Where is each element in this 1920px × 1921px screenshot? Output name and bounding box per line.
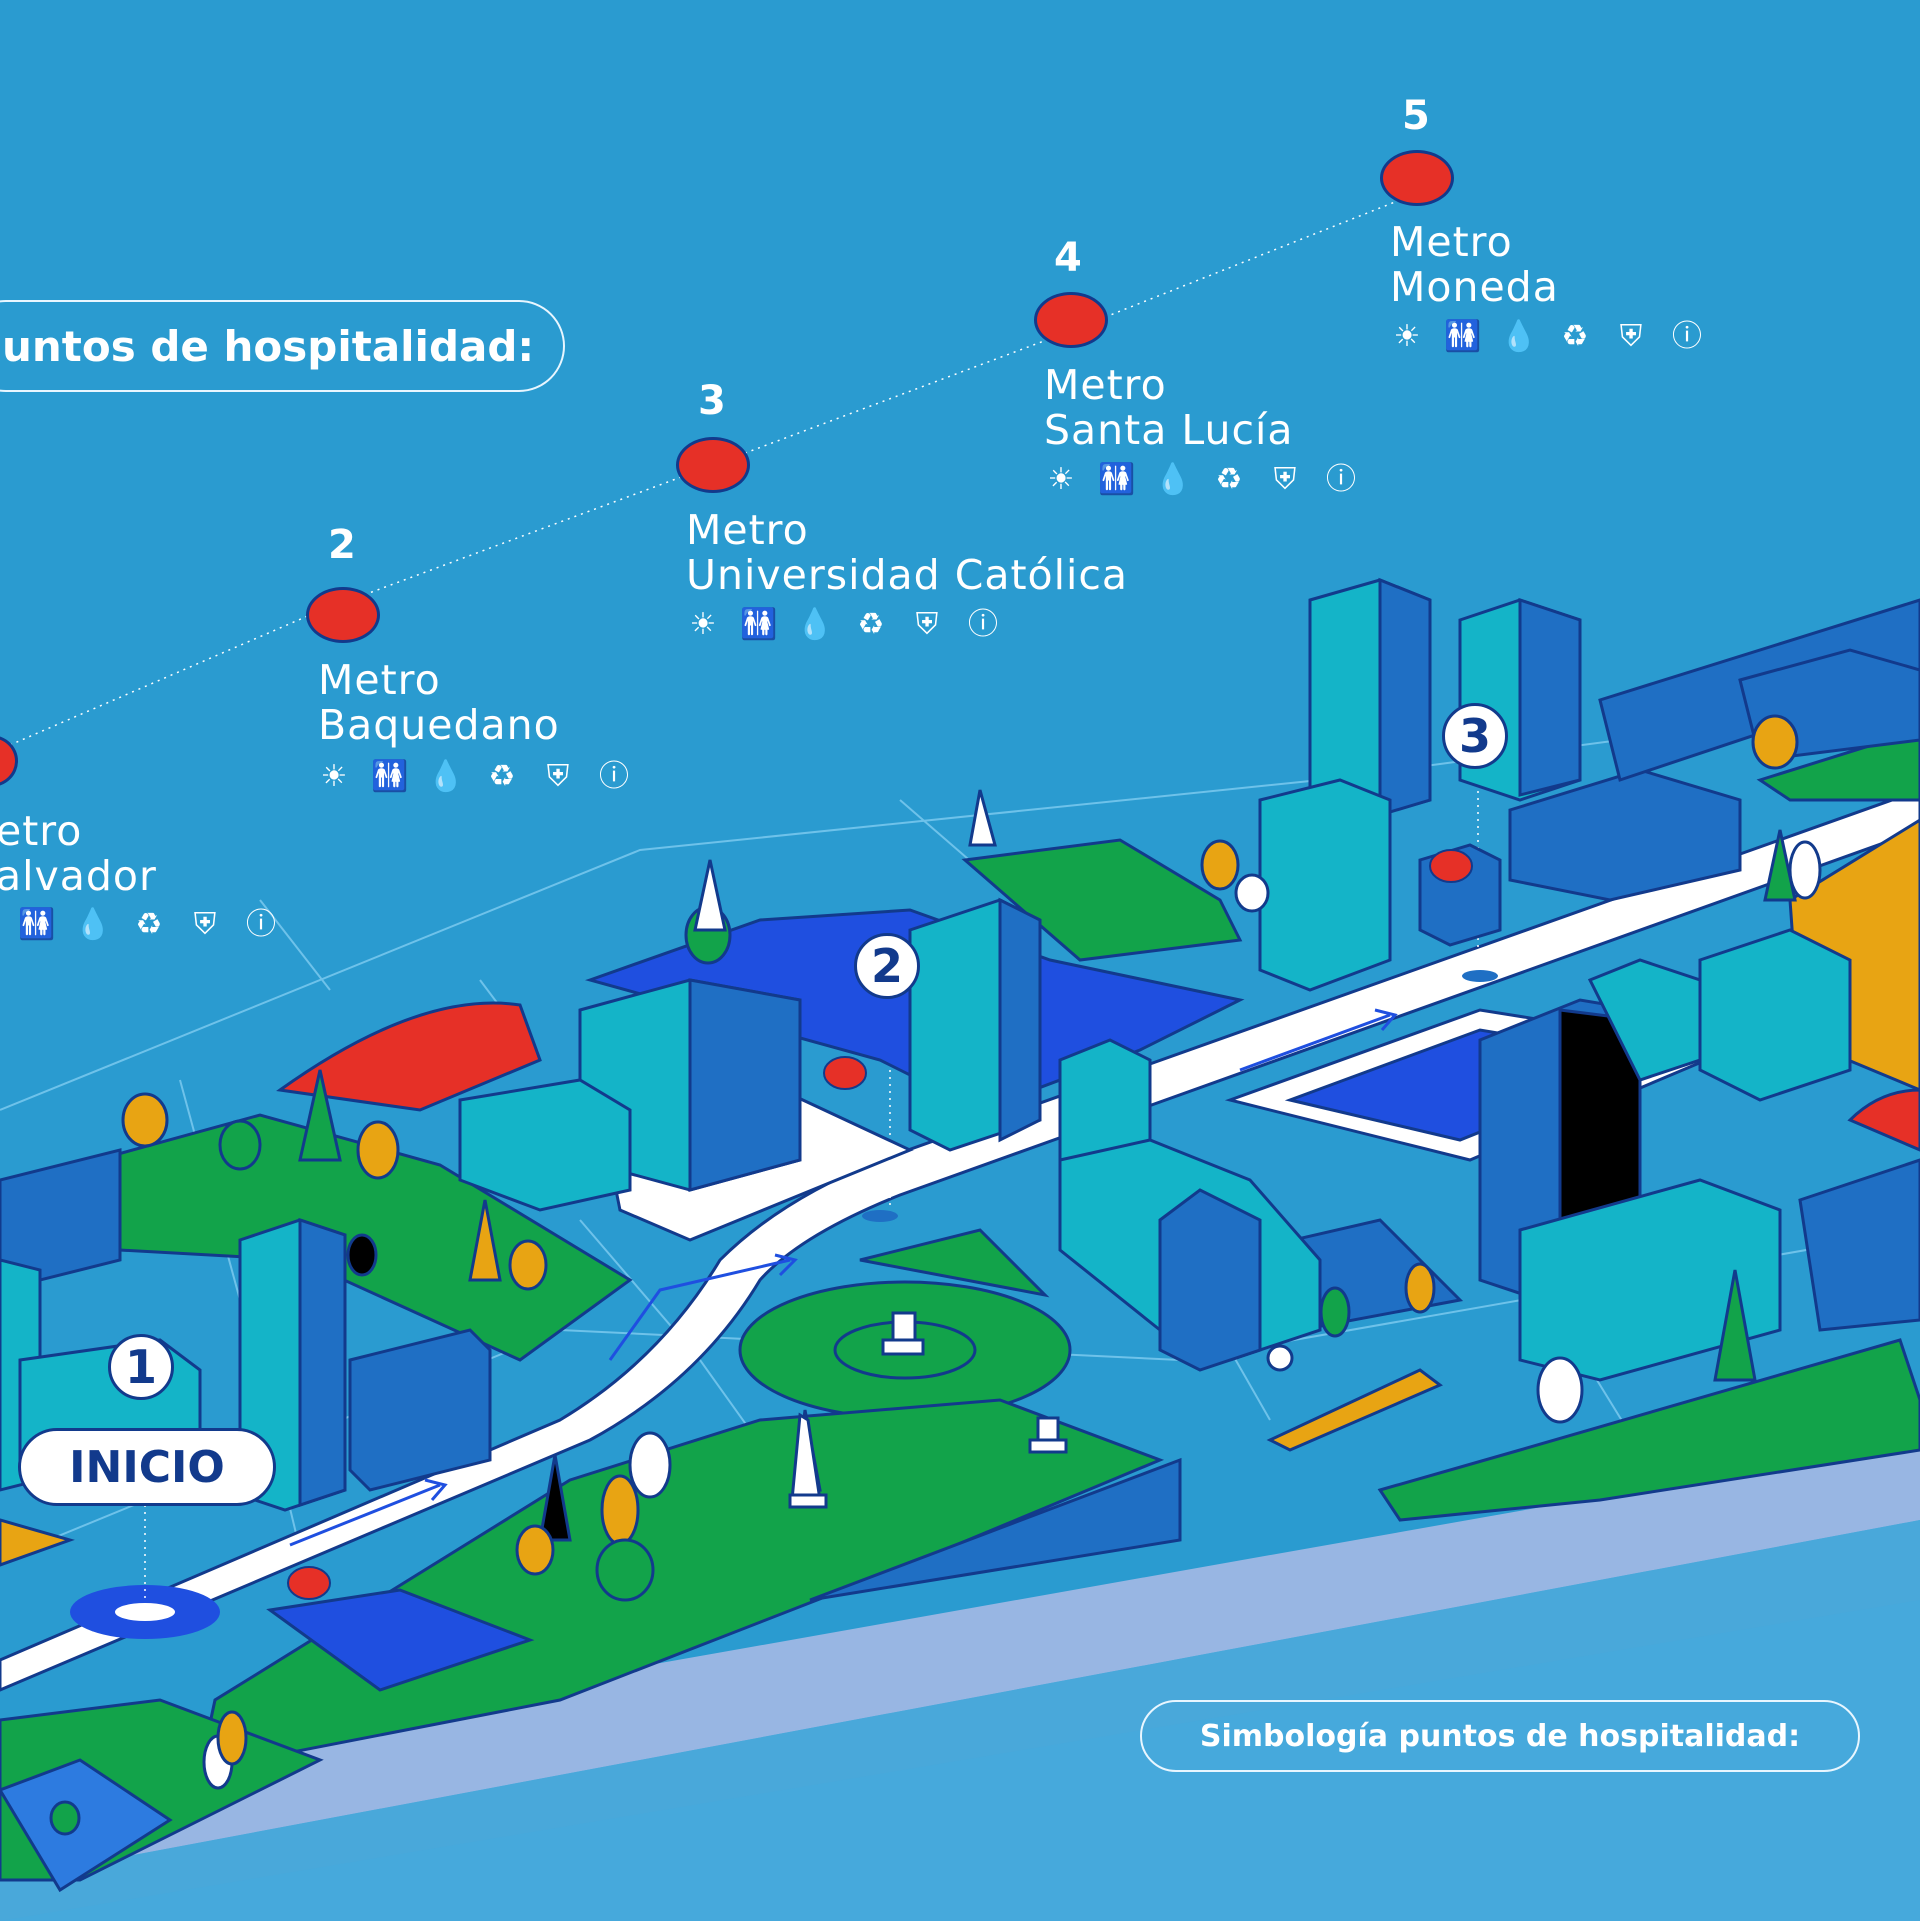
map-marker-2[interactable]: 2 [854,933,920,999]
stop-1-name-line1: etro [0,807,83,855]
metro-logo-5 [1380,150,1454,206]
stop-2-name-line1: Metro [318,656,441,704]
stop-4-number: 4 [1054,235,1082,281]
sun-icon: ☀ [1393,319,1421,354]
water-drop-icon: 💧 [1154,462,1192,497]
restroom-icon: 🚻 [371,759,409,794]
map-marker-3[interactable]: 3 [1442,703,1508,769]
metro-logo-4 [1034,292,1108,348]
avenue [0,788,1920,1692]
restroom-icon: 🚻 [18,907,56,942]
restroom-icon: 🚻 [740,607,778,642]
police-badge-icon: ⛨ [193,907,217,942]
stop-1-amenities: ☀ 🚻 💧 ♻ ⛨ ⓘ [0,908,280,942]
stop-5-number: 5 [1402,93,1430,139]
info-icon: ⓘ [1326,462,1356,497]
recycle-icon: ♻ [488,759,516,794]
red-blocks [276,1001,1920,1152]
info-icon: ⓘ [968,607,998,642]
recycle-icon: ♻ [857,607,885,642]
recycle-icon: ♻ [1215,462,1243,497]
metro-logo-3 [676,437,750,493]
stop-5-name-line1: Metro [1390,218,1513,266]
stop-1-name-line2: alvador [0,852,157,900]
stop-2-number: 2 [328,522,356,568]
map-marker-1[interactable]: 1 [108,1334,174,1400]
stop-3-number: 3 [698,378,726,424]
restroom-icon: 🚻 [1444,319,1482,354]
water-drop-icon: 💧 [796,607,834,642]
restroom-icon: 🚻 [1098,462,1136,497]
police-badge-icon: ⛨ [1273,462,1297,497]
water-drop-icon: 💧 [1500,319,1538,354]
info-icon: ⓘ [246,907,276,942]
legend-footer-pill: Simbología puntos de hospitalidad: [1140,1700,1860,1772]
stop-3-amenities: ☀ 🚻 💧 ♻ ⛨ ⓘ [684,608,1002,642]
stop-5-name-line2: Moneda [1390,263,1559,311]
water-drop-icon: 💧 [427,759,465,794]
info-icon: ⓘ [599,759,629,794]
recycle-icon: ♻ [1561,319,1589,354]
start-label[interactable]: INICIO [18,1428,276,1506]
map-metro-logos [287,849,1473,1600]
police-badge-icon: ⛨ [915,607,939,642]
stop-3-name-line1: Metro [686,506,809,554]
sun-icon: ☀ [1047,462,1075,497]
legend-footer-title: Simbología puntos de hospitalidad: [1199,1718,1801,1754]
legend-header-title: untos de hospitalidad: [2,321,535,371]
stop-5-amenities: ☀ 🚻 💧 ♻ ⛨ ⓘ [1388,320,1706,354]
info-icon: ⓘ [1672,319,1702,354]
river [0,1440,1920,1880]
stop-4-amenities: ☀ 🚻 💧 ♻ ⛨ ⓘ [1042,463,1360,497]
sun-icon: ☀ [320,759,348,794]
stop-4-name-line2: Santa Lucía [1044,406,1294,454]
stop-2-name-line2: Baquedano [318,701,560,749]
recycle-icon: ♻ [135,907,163,942]
stop-4-name-line1: Metro [1044,361,1167,409]
stop-2-amenities: ☀ 🚻 💧 ♻ ⛨ ⓘ [315,760,633,794]
monuments [788,1311,1068,1509]
route-arrows [289,1008,1398,1547]
police-badge-icon: ⛨ [546,759,570,794]
legend-header-pill: untos de hospitalidad: [0,300,565,392]
trees [49,714,1822,1836]
metro-logo-2 [306,587,380,643]
stop-3-name-line2: Universidad Católica [686,551,1129,599]
police-badge-icon: ⛨ [1619,319,1643,354]
water-drop-icon: 💧 [74,907,112,942]
sun-icon: ☀ [689,607,717,642]
